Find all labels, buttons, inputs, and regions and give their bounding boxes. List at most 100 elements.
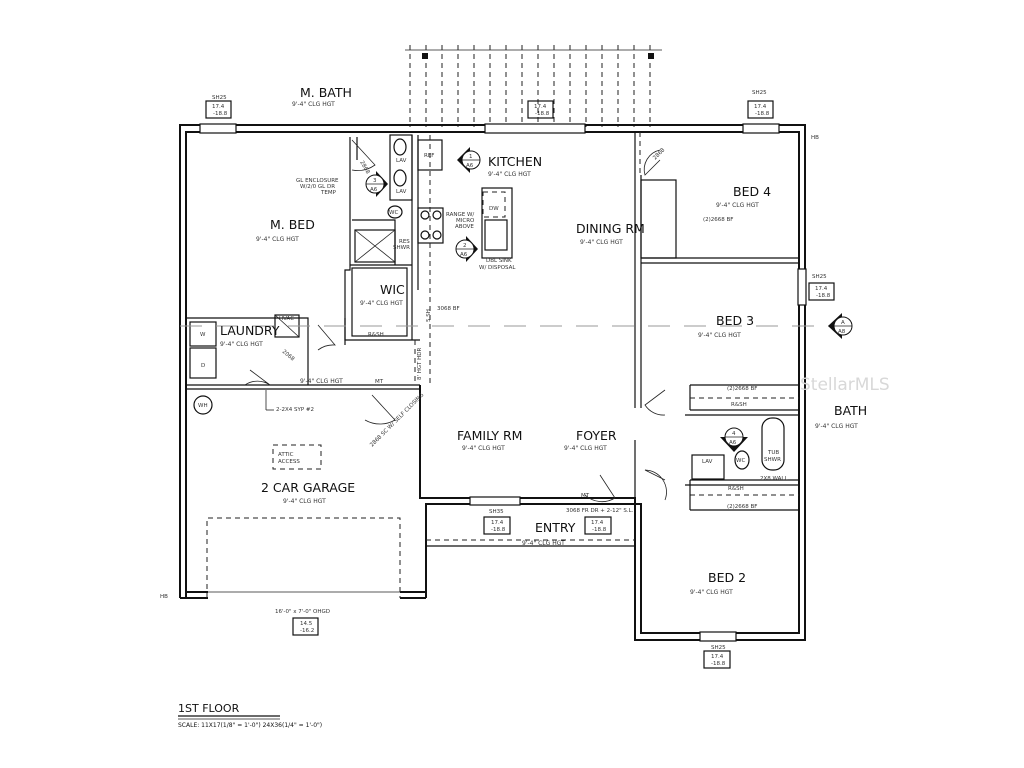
window-type: SH25 xyxy=(812,274,827,280)
section-mark-1: 1 A6 xyxy=(457,147,481,173)
scale-note: SCALE: 11X17(1/8" = 1'-0") 24X36(1/4" = … xyxy=(178,722,322,729)
note-door: 2068 xyxy=(281,349,296,363)
window-size: 17.4 xyxy=(591,520,604,526)
note-rsh: R&SH xyxy=(368,332,384,338)
watermark: StellarMLS xyxy=(800,375,890,395)
window-elev: -18.8 xyxy=(755,111,770,117)
window-elev: -18.8 xyxy=(213,111,228,117)
window-openings xyxy=(199,123,807,642)
room-kitchen: KITCHEN xyxy=(488,154,542,169)
note-wc: WC xyxy=(736,458,745,464)
plan-notes: LAV LAV REF WC WC LAV DW GL ENCLOSURE W/… xyxy=(160,135,819,615)
note-lav: LAV xyxy=(702,459,713,465)
note-attic: ATTIC xyxy=(278,452,294,458)
room-entry: ENTRY xyxy=(535,520,576,535)
window-type: SH25 xyxy=(752,90,767,96)
room-m-bath: M. BATH xyxy=(300,85,352,100)
floor-title: 1ST FLOOR xyxy=(178,702,240,715)
section-num: 2 xyxy=(463,243,467,249)
ceiling-height: 9'-4" CLG HGT xyxy=(698,332,741,339)
room-dining: DINING RM xyxy=(576,221,645,236)
room-family: FAMILY RM xyxy=(457,428,522,443)
note-shower: RES xyxy=(399,239,410,245)
room-laundry: LAUNDRY xyxy=(220,323,280,338)
pergola xyxy=(405,45,662,127)
ceiling-height: 9'-4" CLG HGT xyxy=(360,300,403,307)
note-mt: MT xyxy=(375,379,384,385)
window-type: SH35 xyxy=(489,509,504,515)
window-elev: -18.8 xyxy=(816,293,831,299)
window-type: SH25 xyxy=(212,95,227,101)
note-door: (2)2668 BF xyxy=(727,386,757,392)
note-front-door: 3068 FR DR + 2-12" S.L. xyxy=(566,508,634,514)
window-elev: -18.8 xyxy=(592,527,607,533)
note-beam: 2-2X4 SYP #2 xyxy=(276,407,314,413)
note-rsh: R&SH xyxy=(731,402,747,408)
ceiling-height: 9'-4" CLG HGT xyxy=(283,498,326,505)
note-sink: DBL SINK xyxy=(486,258,512,264)
note-sh: 5.SH xyxy=(426,309,432,322)
room-labels: M. BATH 9'-4" CLG HGT KITCHEN 9'-4" CLG … xyxy=(220,85,867,596)
note-overhead-door: 16'-0" x 7'-0" OHGD xyxy=(275,609,330,615)
ceiling-height: 9'-4" CLG HGT xyxy=(300,378,343,385)
note-range: MICRO xyxy=(456,218,475,224)
section-sheet: A6 xyxy=(466,163,474,169)
window-elev: -16.2 xyxy=(300,628,314,634)
ceiling-height: 9'-4" CLG HGT xyxy=(256,236,299,243)
note-lav: LAV xyxy=(396,158,407,164)
note-dw: DW xyxy=(489,206,499,212)
ceiling-height: 9'-4" CLG HGT xyxy=(564,445,607,452)
room-m-bed: M. BED xyxy=(270,217,315,232)
section-mark-2: 2 A6 xyxy=(455,236,478,262)
ceiling-height: 9'-4" CLG HGT xyxy=(292,101,335,108)
window-type: SH25 xyxy=(711,645,726,651)
exterior-walls xyxy=(179,124,806,641)
window-size: 17.4 xyxy=(754,104,767,110)
window-size: 17.4 xyxy=(815,286,828,292)
section-num: 1 xyxy=(469,154,473,160)
note-hose-bib: HB xyxy=(160,594,168,600)
note-wc: WC xyxy=(389,210,398,216)
room-bed2: BED 2 xyxy=(708,570,746,585)
note-attic: ACCESS xyxy=(278,459,300,465)
section-sheet: A6 xyxy=(729,440,737,446)
note-tub: SHWR xyxy=(764,457,781,463)
note-range: ABOVE xyxy=(455,224,474,230)
room-bath: BATH xyxy=(834,403,867,418)
window-size: 14.5 xyxy=(300,621,313,627)
note-gl-enclosure: W/2/0 GL DR xyxy=(300,184,335,190)
section-mark-a: A A8 xyxy=(828,313,853,339)
room-wic: WIC xyxy=(380,282,405,297)
note-tub: TUB xyxy=(767,450,779,456)
section-num: 4 xyxy=(732,431,736,437)
note-water-heater: WH xyxy=(198,403,208,409)
window-elev: -18.8 xyxy=(491,527,506,533)
window-size: 17.4 xyxy=(534,104,547,110)
ceiling-height: 9'-4" CLG HGT xyxy=(815,423,858,430)
note-door: 3068 BF xyxy=(437,306,460,312)
note-mt: MT xyxy=(581,493,590,499)
note-shower: SHWR xyxy=(393,245,410,251)
window-elev: -18.8 xyxy=(535,111,550,117)
section-sheet: A6 xyxy=(460,252,468,258)
section-num: 3 xyxy=(373,178,377,184)
ceiling-height: 9'-4" CLG HGT xyxy=(580,239,623,246)
room-garage: 2 CAR GARAGE xyxy=(261,480,355,495)
window-size: 17.4 xyxy=(711,654,724,660)
window-tags: SH25 17.4 -18.8 17.4 -18.8 SH25 17.4 -18… xyxy=(205,90,835,669)
ceiling-height: 9'-4" CLG HGT xyxy=(220,341,263,348)
note-door: 2868 xyxy=(358,160,370,176)
note-rsh: R&SH xyxy=(728,486,744,492)
window-size: 17.4 xyxy=(212,104,225,110)
section-mark-4: 4 A6 xyxy=(720,427,748,452)
note-door: (2)2668 BF xyxy=(703,217,733,223)
note-range: RANGE W/ xyxy=(446,212,474,218)
section-marks: 1 A6 2 A6 3 A6 4 A6 A A8 xyxy=(365,147,853,452)
ceiling-height: 9'-4" CLG HGT xyxy=(690,589,733,596)
room-foyer: FOYER xyxy=(576,428,617,443)
note-door: (2)2668 BF xyxy=(727,504,757,510)
note-hose-bib: HB xyxy=(811,135,819,141)
note-washer: W xyxy=(200,332,206,338)
note-wall: 2X8 WALL xyxy=(760,476,788,482)
window-elev: -18.8 xyxy=(711,661,726,667)
